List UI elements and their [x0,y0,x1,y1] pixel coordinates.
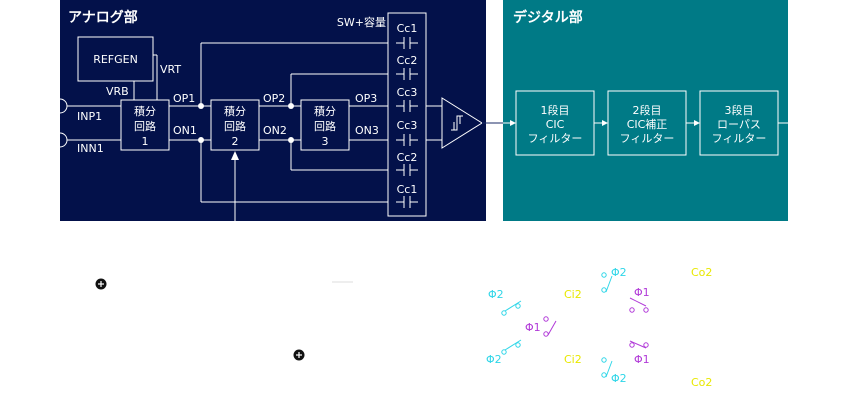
svg-text:Cc2: Cc2 [397,151,418,164]
inn1-label: INN1 [77,142,104,155]
analog-title: アナログ部 [68,9,138,26]
svg-text:フィルター: フィルター [620,132,675,145]
svg-text:フィルター: フィルター [712,132,767,145]
co2-label-b: Co2 [691,376,712,389]
int2-line3: 2 [232,135,239,148]
svg-text:1段目: 1段目 [541,103,570,117]
switch-phi2-a [501,300,522,316]
cap-cc3-bottom: Cc3 [396,119,418,146]
hysteresis-icon [451,115,463,131]
phi2-label-c: Φ2 [611,266,627,279]
cap-cc1-top: Cc1 [396,22,418,49]
cap-cc1-bottom: Cc1 [396,183,418,208]
phi2-label-d: Φ2 [611,372,627,385]
comparator-triangle [441,97,483,149]
switch-phi1-a [543,316,557,337]
svg-text:3段目: 3段目 [725,103,754,117]
node-op1 [198,103,204,109]
integrator-2 [210,99,260,151]
svg-text:フィルター: フィルター [528,132,583,145]
vrt-label: VRT [160,63,181,76]
refgen-block [77,36,154,82]
sw-capacitor-label: SW+容量 [337,15,386,29]
int3-line1: 積分 [314,104,336,118]
analog-panel [60,0,486,221]
cap-cc3-top: Cc3 [396,86,418,112]
switch-phi2-c [601,272,613,293]
phi1-label-c: Φ1 [634,353,650,366]
refgen-label: REFGEN [93,53,138,66]
on1-label: ON1 [173,124,197,137]
svg-text:Cc1: Cc1 [397,22,418,35]
svg-text:ローパス: ローパス [717,118,761,131]
phi2-label-b: Φ2 [486,353,502,366]
integrator-1 [120,99,170,151]
switch-phi1-c [629,340,649,349]
ci2-label-a: Ci2 [564,288,582,301]
svg-text:Cc3: Cc3 [397,86,418,99]
svg-text:CIC補正: CIC補正 [627,118,668,131]
svg-text:Cc2: Cc2 [397,54,418,67]
digital-panel [503,0,788,221]
svg-text:2段目: 2段目 [633,103,662,117]
op1-label: OP1 [173,92,195,105]
int2-line2: 回路 [224,120,246,133]
on2-label: ON2 [263,124,287,137]
inp1-label: INP1 [77,110,102,123]
integrator-3 [300,99,350,151]
switch-capacitor-column [387,12,427,217]
switch-phi1-b [629,297,649,313]
op3-label: OP3 [355,92,377,105]
plus-marker-1 [95,278,107,290]
int3-line2: 回路 [314,120,336,133]
phi2-label-a: Φ2 [488,288,504,301]
cap-cc2-top: Cc2 [396,54,418,80]
switch-phi2-b [501,339,522,355]
co2-label-a: Co2 [691,266,712,279]
svg-text:Cc1: Cc1 [397,183,418,196]
on3-label: ON3 [355,124,379,137]
int1-line3: 1 [142,135,149,148]
svg-text:CIC: CIC [546,118,565,131]
node-on2 [288,137,294,143]
int1-line1: 積分 [134,104,156,118]
int2-line1: 積分 [224,104,246,118]
node-on1 [198,137,204,143]
node-op2 [288,103,294,109]
int3-line3: 3 [322,135,329,148]
switch-phi2-d [601,357,613,378]
ci2-label-b: Ci2 [564,353,582,366]
digital-title: デジタル部 [513,9,583,26]
int1-line2: 回路 [134,120,156,133]
plus-marker-2 [293,349,305,361]
phi1-label-a: Φ1 [525,321,541,334]
op2-label: OP2 [263,92,285,105]
phi1-label-b: Φ1 [634,286,650,299]
svg-text:Cc3: Cc3 [397,119,418,132]
vrb-label: VRB [106,85,129,98]
cap-cc2-bottom: Cc2 [396,151,418,176]
